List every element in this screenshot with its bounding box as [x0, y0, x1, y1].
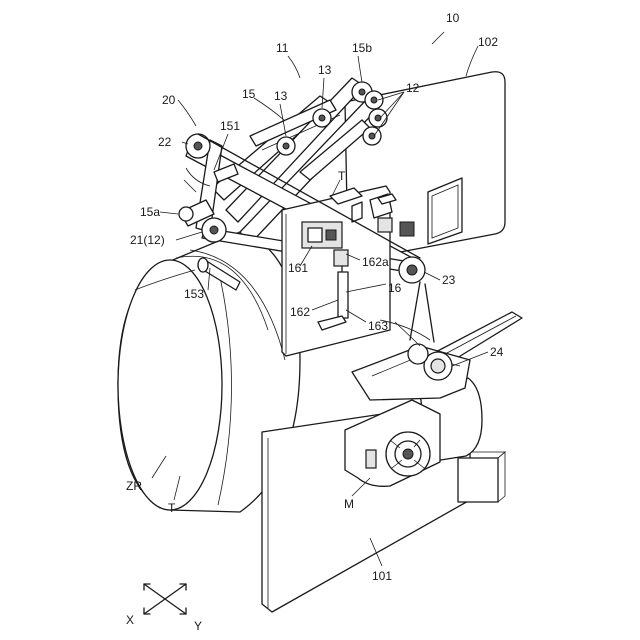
label-23: 23 [442, 273, 456, 287]
label-162a: 162a [362, 255, 389, 269]
label-15: 15 [242, 87, 256, 101]
label-13-upper: 13 [318, 63, 332, 77]
label-M: M [344, 497, 354, 511]
label-15a: 15a [140, 205, 160, 219]
label-axis-X: X [126, 613, 134, 627]
label-16: 16 [388, 281, 402, 295]
label-11: 11 [276, 41, 289, 55]
label-21: 21(12) [130, 233, 165, 247]
label-102: 102 [478, 35, 498, 49]
label-13-lower: 13 [274, 89, 288, 103]
label-T-lower: T [168, 501, 176, 515]
label-ZR: ZR [126, 479, 142, 493]
label-15b: 15b [352, 41, 372, 55]
label-162: 162 [290, 305, 310, 319]
label-T-upper: T [338, 169, 346, 183]
label-22: 22 [158, 135, 172, 149]
label-161: 161 [288, 261, 308, 275]
label-20: 20 [162, 93, 176, 107]
label-153: 153 [184, 287, 204, 301]
label-12: 12 [406, 81, 420, 95]
label-10: 10 [446, 11, 460, 25]
label-axis-Y: Y [194, 619, 202, 633]
label-163: 163 [368, 319, 388, 333]
label-24: 24 [490, 345, 504, 359]
label-101: 101 [372, 569, 392, 583]
label-151: 151 [220, 119, 240, 133]
axis-indicator [144, 584, 186, 614]
